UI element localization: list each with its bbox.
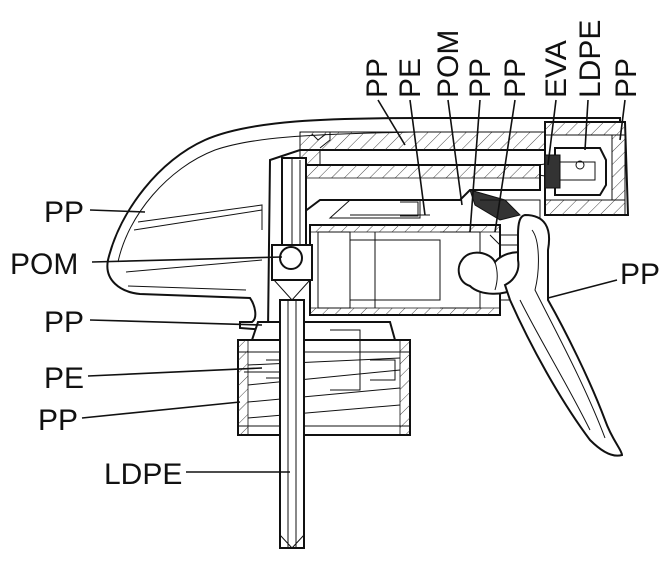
label-left-pom: POM [10,248,78,281]
label-top-eva: EVA [540,40,573,98]
label-left-ldpe: LDPE [104,458,182,491]
closure-cap [237,321,411,436]
dip-tube [279,299,305,549]
label-left-pp-1: PP [44,196,84,229]
leader-lines [81,99,626,473]
label-top-pp-2: PP [464,58,497,98]
trigger [503,213,624,457]
shroud-housing [106,117,621,332]
nozzle-assembly [519,121,630,216]
label-top-pom: POM [432,30,465,98]
label-left-pp-3: PP [38,404,78,437]
label-top-ldpe: LDPE [574,20,607,98]
label-left-pp-2: PP [44,306,84,339]
label-top-pp-1: PP [361,58,394,98]
stem-and-ball [271,157,313,301]
label-top-pp-3: PP [499,58,532,98]
label-right-pp: PP [620,258,660,291]
label-top-pe: PE [394,58,427,98]
pump-chamber [299,164,541,316]
label-left-pe: PE [44,362,84,395]
label-top-pp-4: PP [610,58,643,98]
